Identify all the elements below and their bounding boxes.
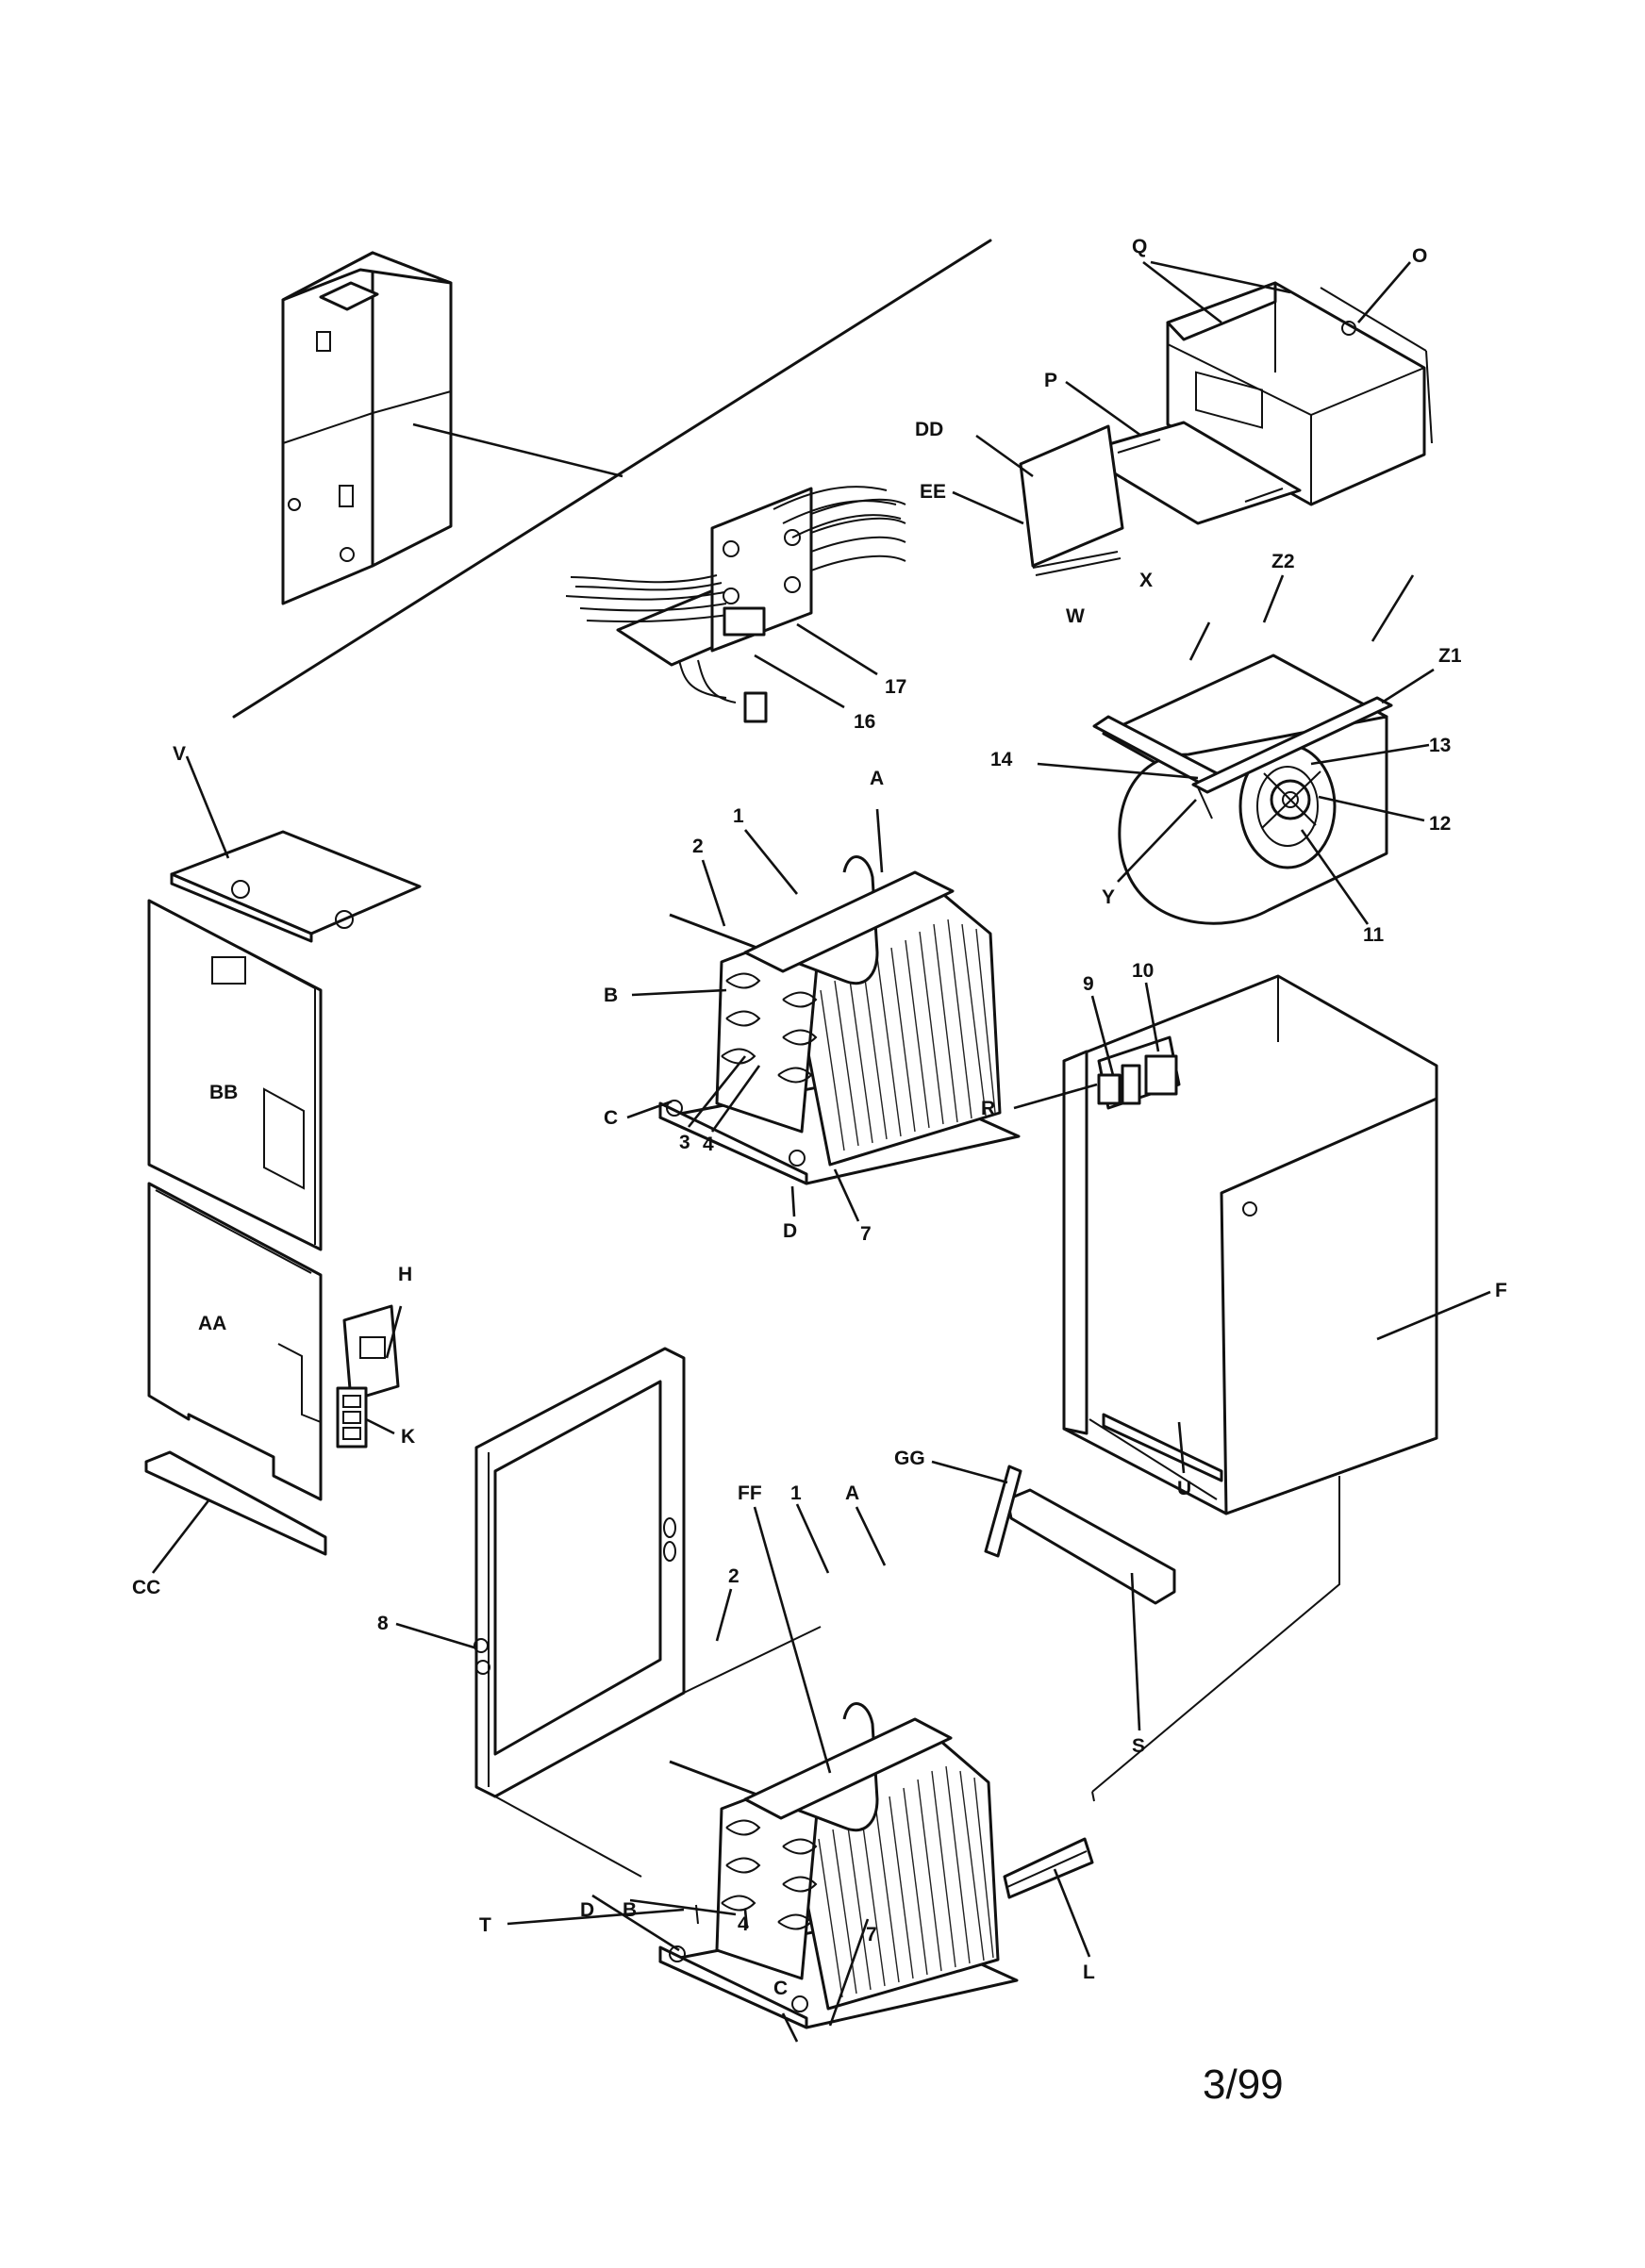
- lower-door-aa: [147, 1182, 323, 1501]
- label-r: R: [981, 1098, 995, 1119]
- label-coil-upper-a: A: [870, 768, 884, 789]
- label-h: H: [398, 1264, 412, 1285]
- label-ee: EE: [920, 481, 946, 503]
- bottom-rail-cc: [144, 1450, 327, 1574]
- label-coil-upper-d: D: [783, 1220, 797, 1242]
- label-9: 9: [1083, 973, 1094, 995]
- label-aa: AA: [198, 1313, 226, 1334]
- label-coil-lower-a: A: [845, 1482, 859, 1504]
- label-coil-upper-7: 7: [860, 1223, 872, 1245]
- right-cabinet: [1013, 974, 1491, 1802]
- label-t: T: [479, 1914, 491, 1936]
- label-8: 8: [377, 1613, 389, 1634]
- blower-assembly: [1037, 574, 1435, 925]
- bracket-h: [342, 1304, 403, 1402]
- top-panel-v: [170, 755, 422, 943]
- upper-door-bb: [147, 899, 323, 1251]
- label-12: 12: [1429, 813, 1451, 835]
- label-dd: DD: [915, 419, 943, 440]
- coil-frame: [395, 1347, 822, 1878]
- bracket-l: [1003, 1837, 1094, 1958]
- label-cc: CC: [132, 1577, 160, 1598]
- evaporator-coil-lower: [507, 1503, 1019, 2043]
- label-10: 10: [1132, 960, 1154, 982]
- label-w: W: [1066, 605, 1085, 627]
- label-coil-lower-ff: FF: [738, 1482, 762, 1504]
- label-coil-upper-1: 1: [733, 805, 744, 827]
- label-s: S: [1132, 1735, 1145, 1757]
- label-y: Y: [1102, 886, 1115, 908]
- label-coil-upper-3: 3: [679, 1132, 690, 1153]
- label-17: 17: [885, 676, 906, 698]
- label-f: F: [1495, 1280, 1507, 1301]
- label-coil-lower-2: 2: [728, 1565, 739, 1587]
- label-k: K: [401, 1426, 415, 1448]
- label-v: V: [173, 743, 186, 765]
- label-q: Q: [1132, 236, 1147, 257]
- top-cabinet-box: [1065, 260, 1433, 525]
- label-coil-lower-7: 7: [866, 1924, 877, 1945]
- label-coil-lower-b: B: [623, 1899, 637, 1921]
- label-11: 11: [1363, 924, 1385, 946]
- label-gg: GG: [894, 1448, 925, 1469]
- label-x: X: [1139, 570, 1153, 591]
- label-bb: BB: [209, 1082, 238, 1103]
- label-coil-lower-d: D: [580, 1899, 594, 1921]
- label-coil-upper-c: C: [604, 1107, 618, 1129]
- callout-labels: Q O P DD EE X Z2 Z1 W 14 13 12 11 Y 17 1…: [132, 236, 1507, 1999]
- rail-s: [1005, 1488, 1176, 1731]
- label-coil-upper-2: 2: [692, 836, 704, 857]
- label-coil-lower-1: 1: [790, 1482, 802, 1504]
- label-coil-lower-c: C: [773, 1978, 788, 1999]
- label-13: 13: [1429, 735, 1451, 756]
- terminal-block-k: [336, 1386, 395, 1449]
- label-coil-upper-4: 4: [703, 1134, 714, 1155]
- label-u: U: [1177, 1478, 1191, 1499]
- strip-gg: [931, 1460, 1022, 1558]
- filter-door-panel: [952, 424, 1124, 576]
- label-p: P: [1044, 370, 1057, 391]
- label-z2: Z2: [1271, 551, 1295, 572]
- label-14: 14: [990, 749, 1013, 770]
- heater-kit: [565, 486, 906, 723]
- divider-line: [232, 239, 992, 719]
- label-o: O: [1412, 245, 1427, 267]
- date-code: 3/99: [1203, 2061, 1284, 2108]
- label-16: 16: [854, 711, 875, 733]
- label-coil-lower-4: 4: [738, 1913, 749, 1935]
- evaporator-coil-upper: [626, 808, 1021, 1222]
- air-handler-assembled: [281, 251, 623, 605]
- label-z1: Z1: [1438, 645, 1462, 667]
- label-l: L: [1083, 1962, 1095, 1983]
- label-coil-upper-b: B: [604, 985, 618, 1006]
